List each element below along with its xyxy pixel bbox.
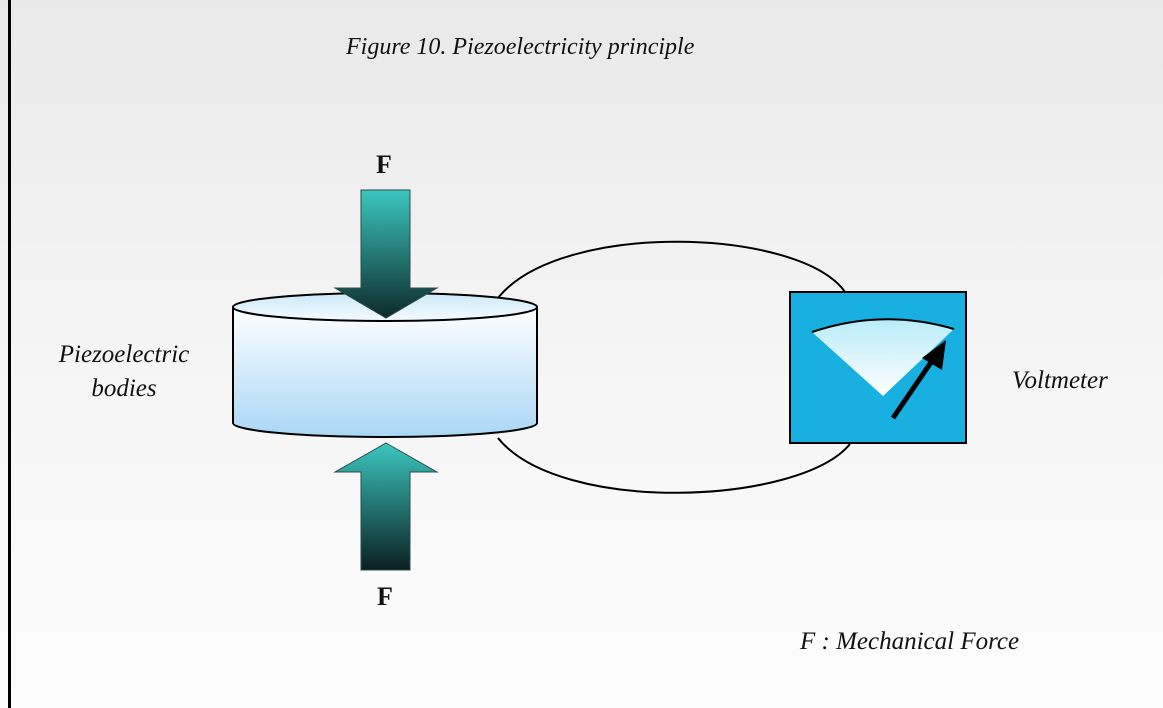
upper-wire	[497, 240, 846, 299]
top-force-label: F	[376, 150, 392, 179]
bottom-force-arrow	[333, 442, 439, 571]
left-border	[8, 0, 11, 708]
voltmeter-icon	[789, 291, 967, 444]
lower-wire	[497, 437, 851, 494]
top-force-arrow	[333, 189, 439, 319]
force-legend: F : Mechanical Force	[800, 628, 1020, 655]
voltmeter-label: Voltmeter	[1012, 367, 1108, 394]
piezo-body-label-line2: bodies	[91, 375, 157, 402]
figure-title: Figure 10. Piezoelectricity principle	[346, 34, 695, 60]
bottom-force-label: F	[377, 582, 393, 611]
piezo-body-label-line1: Piezoelectric	[58, 341, 190, 368]
piezo-body-label: Piezoelectric bodies	[34, 338, 214, 406]
